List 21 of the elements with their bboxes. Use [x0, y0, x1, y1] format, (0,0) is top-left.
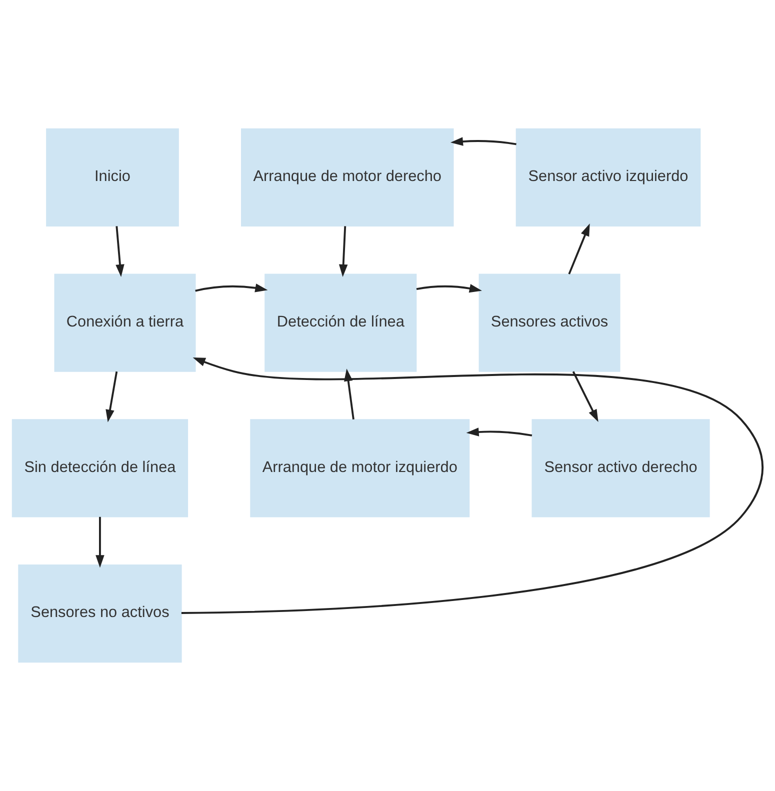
node-box: Detección de línea — [264, 274, 417, 372]
arrow — [416, 284, 482, 293]
node-box: Sensor activo izquierdo — [516, 128, 701, 227]
arrow — [106, 371, 118, 422]
arrow — [116, 226, 124, 277]
arrow — [450, 137, 516, 146]
arrow — [568, 223, 590, 274]
node-box: Conexión a tierra — [54, 274, 196, 372]
node-box: Sensores activos — [478, 274, 620, 372]
arrow — [466, 428, 532, 436]
arrow — [572, 371, 598, 422]
node-box: Inicio — [46, 128, 179, 227]
node-box: Sensor activo derecho — [532, 419, 710, 518]
arrow — [338, 226, 348, 277]
node-box: Arranque de motor derecho — [241, 128, 454, 227]
arrow — [181, 357, 764, 614]
node-box: Sin detección de línea — [12, 419, 188, 518]
node-box: Arranque de motor izquierdo — [250, 419, 470, 518]
node-box: Sensores no activos — [18, 564, 182, 663]
arrow — [195, 284, 268, 292]
arrow — [96, 516, 104, 568]
